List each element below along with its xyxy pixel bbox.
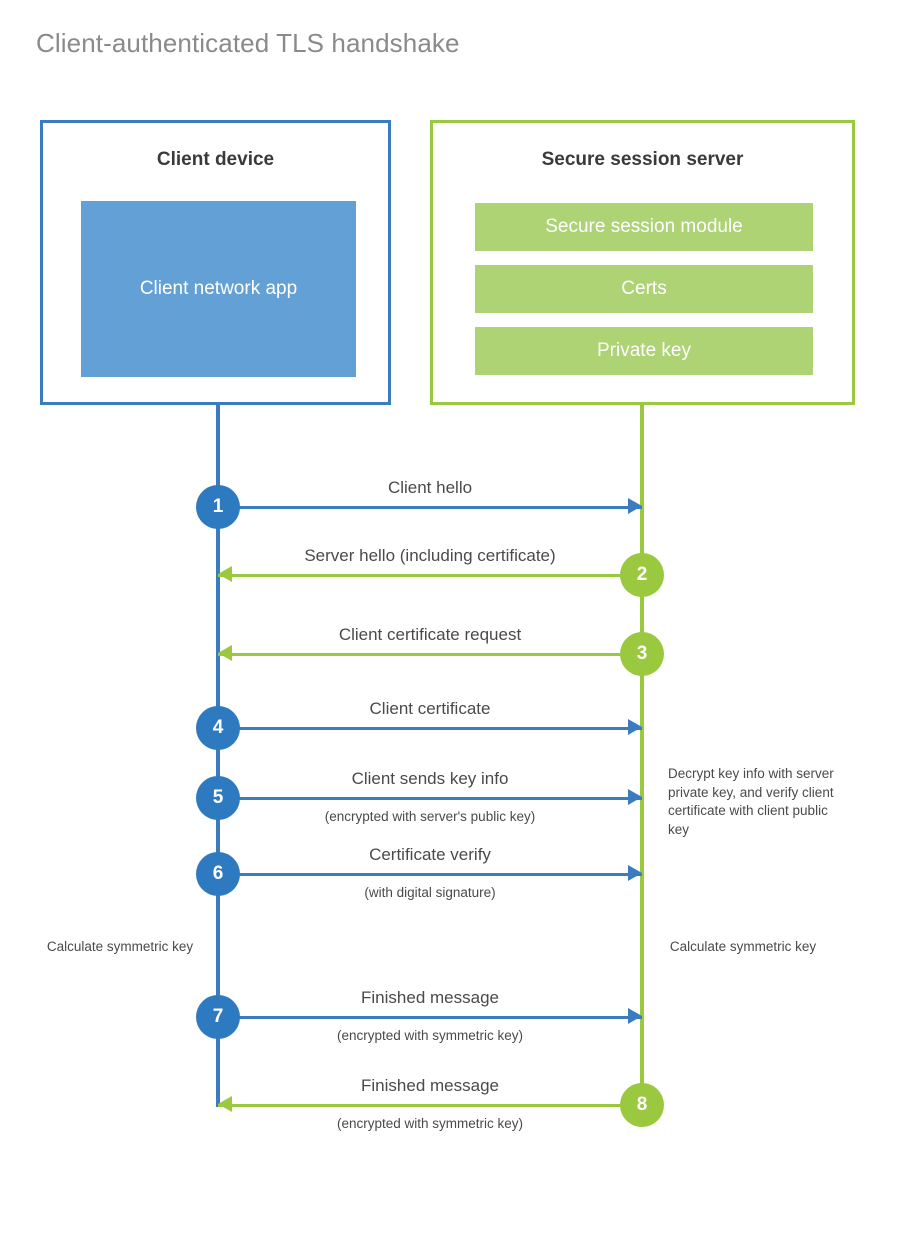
message-label-8: Finished message (361, 1076, 499, 1095)
message-sublabel-7: (encrypted with symmetric key) (336, 1028, 524, 1043)
secure-session-server-box: Secure session server Secure session mod… (430, 120, 855, 405)
message-line-7 (218, 1016, 642, 1019)
note-client-calculate-symmetric-key: Calculate symmetric key (46, 939, 194, 954)
arrowhead-left-icon (218, 645, 232, 661)
client-device-box: Client device Client network app (40, 120, 391, 405)
message-sublabel-6: (with digital signature) (364, 885, 496, 900)
arrowhead-right-icon (628, 789, 642, 805)
page-title: Client-authenticated TLS handshake (36, 28, 460, 58)
message-sublabel-8: (encrypted with symmetric key) (336, 1116, 524, 1131)
step-circle-5[interactable]: 5 (196, 776, 240, 820)
step-circle-3[interactable]: 3 (620, 632, 664, 676)
message-label-7: Finished message (361, 988, 499, 1007)
note-server-decrypt: Decrypt key info with server private key… (668, 766, 834, 837)
step-circle-7[interactable]: 7 (196, 995, 240, 1039)
server-component-private-key: Private key (475, 327, 813, 375)
message-line-8 (218, 1104, 642, 1107)
client-device-title: Client device (156, 149, 275, 170)
arrowhead-right-icon (628, 865, 642, 881)
server-lifeline (640, 405, 644, 1107)
step-circle-6[interactable]: 6 (196, 852, 240, 896)
message-line-3 (218, 653, 642, 656)
server-component-secure-session-module: Secure session module (475, 203, 813, 251)
message-line-4 (218, 727, 642, 730)
message-label-4: Client certificate (369, 699, 491, 718)
message-label-3: Client certificate request (338, 625, 522, 644)
step-circle-4[interactable]: 4 (196, 706, 240, 750)
step-circle-2[interactable]: 2 (620, 553, 664, 597)
message-line-6 (218, 873, 642, 876)
arrowhead-right-icon (628, 498, 642, 514)
client-network-app-block: Client network app (81, 201, 356, 377)
message-line-2 (218, 574, 642, 577)
arrowhead-right-icon (628, 719, 642, 735)
secure-session-server-title: Secure session server (541, 149, 744, 170)
arrowhead-right-icon (628, 1008, 642, 1024)
server-component-certs: Certs (475, 265, 813, 313)
message-line-1 (218, 506, 642, 509)
client-lifeline (216, 405, 220, 1107)
step-circle-1[interactable]: 1 (196, 485, 240, 529)
message-line-5 (218, 797, 642, 800)
message-label-1: Client hello (387, 478, 473, 497)
message-label-2: Server hello (including certificate) (304, 546, 556, 565)
arrowhead-left-icon (218, 566, 232, 582)
message-label-6: Certificate verify (369, 845, 491, 864)
message-sublabel-5: (encrypted with server's public key) (324, 809, 536, 824)
step-circle-8[interactable]: 8 (620, 1083, 664, 1127)
arrowhead-left-icon (218, 1096, 232, 1112)
note-server-calculate-symmetric-key: Calculate symmetric key (669, 939, 817, 954)
message-label-5: Client sends key info (351, 769, 509, 788)
